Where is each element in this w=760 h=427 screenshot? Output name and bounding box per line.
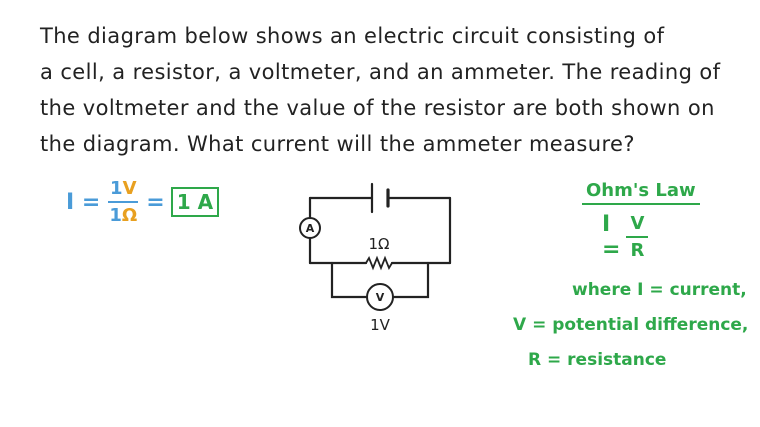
- answer-box: 1 A: [170, 187, 220, 217]
- ohms-law-numerator: V: [630, 213, 645, 234]
- question-line: the voltmeter and the value of the resis…: [40, 96, 715, 120]
- question-line: a cell, a resistor, a voltmeter, and an …: [40, 60, 721, 84]
- calc-lhs: I =: [66, 189, 101, 215]
- ammeter-circle: [299, 217, 321, 239]
- ohms-law-denominator: R: [630, 240, 645, 261]
- ohms-law-lhs: I =: [602, 212, 621, 262]
- resistor-label: 1Ω: [368, 235, 389, 253]
- definition-resistance: R = resistance: [528, 350, 667, 370]
- definition-current: where I = current,: [572, 280, 747, 300]
- voltmeter-reading: 1V: [370, 316, 391, 334]
- calc-denominator-unit: Ω: [121, 205, 138, 226]
- calc-numerator-unit: V: [122, 178, 137, 199]
- voltmeter-symbol: V: [376, 291, 385, 304]
- ohms-law-formula: I = V R: [602, 212, 656, 262]
- current-calculation: I = 1 V 1 Ω = 1 A: [66, 172, 220, 232]
- ammeter-symbol: A: [306, 222, 315, 235]
- calc-denominator: 1 Ω: [109, 205, 137, 226]
- resistor-zigzag: [365, 255, 393, 271]
- voltmeter-circle: [366, 283, 394, 311]
- question-line: the diagram. What current will the ammet…: [40, 132, 635, 156]
- ohms-law-fraction: V R: [626, 213, 649, 261]
- fraction-bar: [108, 201, 139, 203]
- calc-numerator: 1 V: [110, 178, 136, 199]
- question-text: The diagram below shows an electric circ…: [40, 18, 740, 162]
- calc-denominator-value: 1: [109, 205, 122, 226]
- calc-numerator-value: 1: [110, 178, 123, 199]
- question-line: The diagram below shows an electric circ…: [40, 24, 665, 48]
- calc-fraction: 1 V 1 Ω: [108, 178, 139, 226]
- voltmeter-branch: [330, 261, 430, 299]
- calc-equals: =: [146, 189, 165, 215]
- fraction-bar: [626, 236, 649, 238]
- definition-potential-difference: V = potential difference,: [513, 315, 749, 335]
- ohms-law-title: Ohm's Law: [582, 180, 700, 205]
- circuit-diagram: A V 1Ω 1V: [299, 182, 452, 334]
